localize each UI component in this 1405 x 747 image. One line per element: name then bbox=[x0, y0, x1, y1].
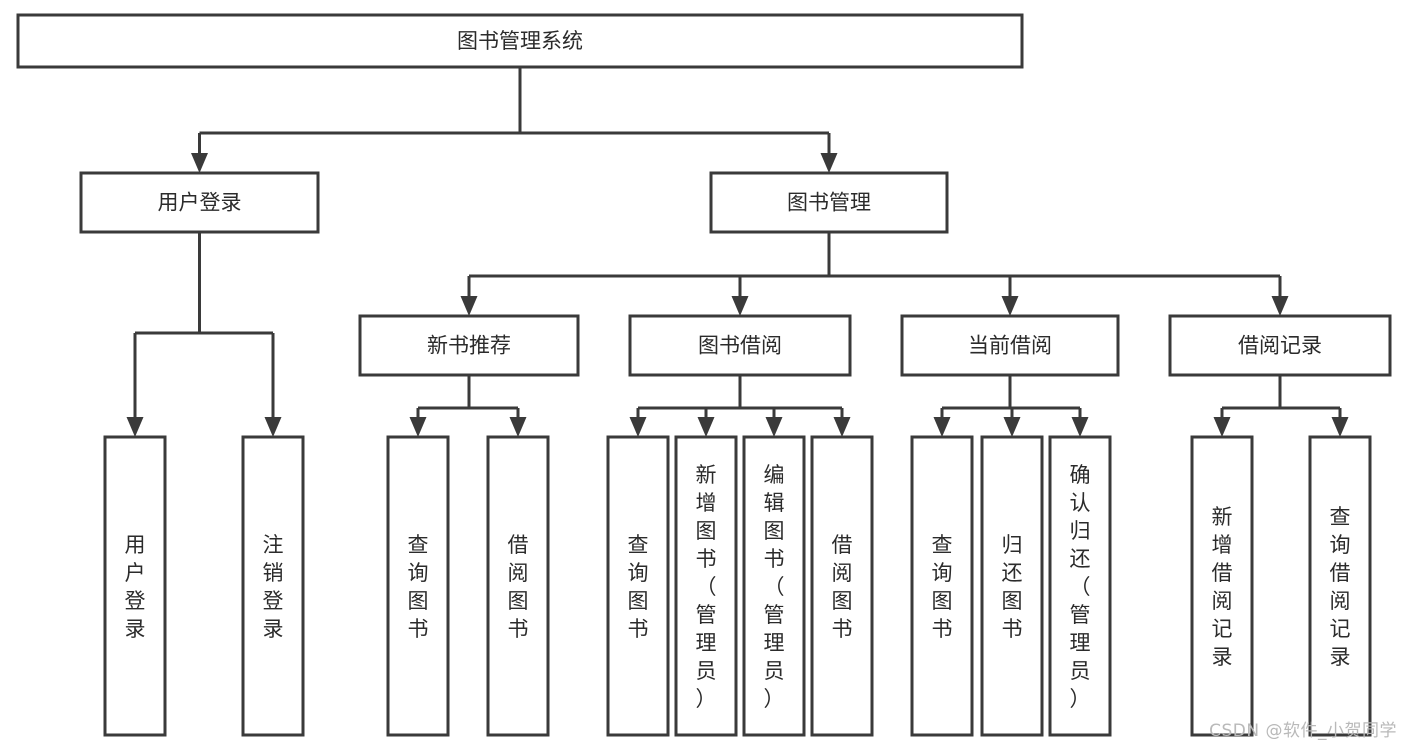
node-label: 新增借阅记录 bbox=[1212, 505, 1233, 669]
node-borrow-record[interactable]: 借阅记录 bbox=[1168, 314, 1392, 377]
connector-group bbox=[126, 232, 282, 437]
node-leaf-return-book[interactable]: 归还图书 bbox=[980, 435, 1044, 737]
node-current-borrow[interactable]: 当前借阅 bbox=[900, 314, 1120, 377]
node-leaf-edit-book[interactable]: 编辑图书（管理员） bbox=[742, 435, 806, 737]
node-label: 新增图书（管理员） bbox=[696, 463, 717, 711]
node-label: 当前借阅 bbox=[968, 334, 1052, 358]
node-user-login[interactable]: 用户登录 bbox=[79, 171, 320, 234]
node-root[interactable]: 图书管理系统 bbox=[16, 13, 1024, 69]
node-leaf-logout[interactable]: 注销登录 bbox=[241, 435, 305, 737]
node-leaf-borrow-book-recommend[interactable]: 借阅图书 bbox=[486, 435, 550, 737]
node-label: 确认归还（管理员） bbox=[1070, 463, 1091, 711]
node-label: 查询图书 bbox=[408, 533, 429, 641]
node-leaf-user-login[interactable]: 用户登录 bbox=[103, 435, 167, 737]
connector-group bbox=[933, 375, 1089, 437]
connector-group bbox=[629, 375, 851, 437]
node-label: 注销登录 bbox=[263, 533, 284, 641]
node-leaf-query-book-current[interactable]: 查询图书 bbox=[910, 435, 974, 737]
node-label: 归还图书 bbox=[1002, 533, 1023, 641]
node-leaf-add-record[interactable]: 新增借阅记录 bbox=[1190, 435, 1254, 737]
connector-group bbox=[409, 375, 527, 437]
connector-group bbox=[191, 67, 838, 173]
node-label: 查询借阅记录 bbox=[1330, 505, 1351, 669]
node-leaf-add-book[interactable]: 新增图书（管理员） bbox=[674, 435, 738, 737]
node-label: 查询图书 bbox=[932, 533, 953, 641]
connector-group bbox=[460, 232, 1289, 316]
node-label: 图书借阅 bbox=[698, 334, 782, 358]
node-label: 新书推荐 bbox=[427, 334, 511, 358]
connector-layer bbox=[126, 67, 1349, 437]
node-label: 查询图书 bbox=[628, 533, 649, 641]
node-leaf-query-record[interactable]: 查询借阅记录 bbox=[1308, 435, 1372, 737]
node-label: 图书管理 bbox=[787, 191, 871, 215]
node-label: 用户登录 bbox=[158, 191, 242, 215]
node-book-manage[interactable]: 图书管理 bbox=[709, 171, 949, 234]
node-label: 编辑图书（管理员） bbox=[764, 463, 785, 711]
node-leaf-borrow-book[interactable]: 借阅图书 bbox=[810, 435, 874, 737]
node-leaf-confirm-return[interactable]: 确认归还（管理员） bbox=[1048, 435, 1112, 737]
node-leaf-query-book-recommend[interactable]: 查询图书 bbox=[386, 435, 450, 737]
node-leaf-query-book-borrow[interactable]: 查询图书 bbox=[606, 435, 670, 737]
connector-group bbox=[1213, 375, 1349, 437]
node-label: 借阅记录 bbox=[1238, 334, 1322, 358]
node-book-borrow[interactable]: 图书借阅 bbox=[628, 314, 852, 377]
node-label: 借阅图书 bbox=[508, 533, 529, 641]
node-label: 借阅图书 bbox=[832, 533, 853, 641]
node-layer: 图书管理系统用户登录图书管理新书推荐图书借阅当前借阅借阅记录用户登录注销登录查询… bbox=[16, 13, 1392, 737]
node-label: 图书管理系统 bbox=[457, 29, 583, 53]
node-new-book-recommend[interactable]: 新书推荐 bbox=[358, 314, 580, 377]
node-label: 用户登录 bbox=[125, 533, 146, 641]
